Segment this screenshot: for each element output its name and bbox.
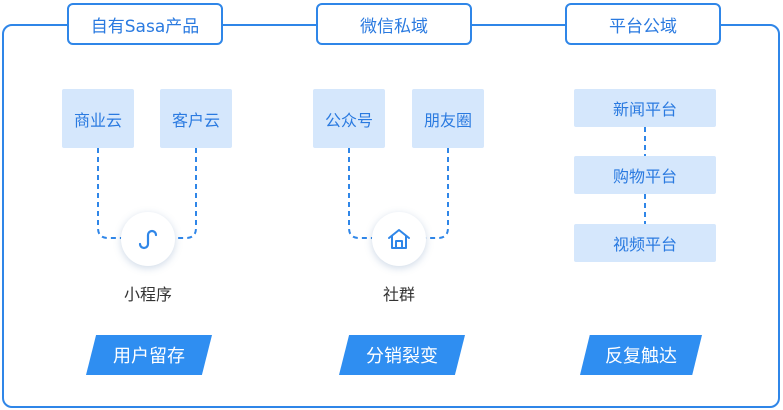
hub-label-mini-program: 小程序 bbox=[123, 285, 172, 304]
column-title-own-products: 自有Sasa产品 bbox=[67, 3, 223, 45]
home-icon bbox=[388, 229, 410, 249]
community-node bbox=[372, 212, 426, 266]
tag-repeated-reach: 反复触达 bbox=[580, 335, 702, 375]
column-title-platform-public: 平台公域 bbox=[565, 3, 721, 45]
connector-line bbox=[425, 148, 449, 239]
mini-program-icon bbox=[138, 229, 158, 250]
box-shopping-platform: 购物平台 bbox=[574, 156, 716, 194]
column-title-wechat-private: 微信私域 bbox=[316, 3, 472, 45]
mini-program-node bbox=[121, 212, 175, 266]
box-video-platform: 视频平台 bbox=[574, 224, 716, 262]
tag-distribution-fission: 分销裂变 bbox=[339, 335, 465, 375]
tag-user-retention: 用户留存 bbox=[86, 335, 212, 375]
box-news-platform: 新闻平台 bbox=[574, 89, 716, 127]
box-moments: 朋友圈 bbox=[412, 89, 484, 148]
box-official-account: 公众号 bbox=[313, 89, 385, 148]
connector-line bbox=[174, 148, 197, 239]
connector-line bbox=[348, 148, 373, 239]
hub-label-community: 社群 bbox=[382, 285, 415, 304]
connector-line bbox=[97, 148, 122, 239]
box-customer-cloud: 客户云 bbox=[160, 89, 232, 148]
box-business-cloud: 商业云 bbox=[62, 89, 134, 148]
